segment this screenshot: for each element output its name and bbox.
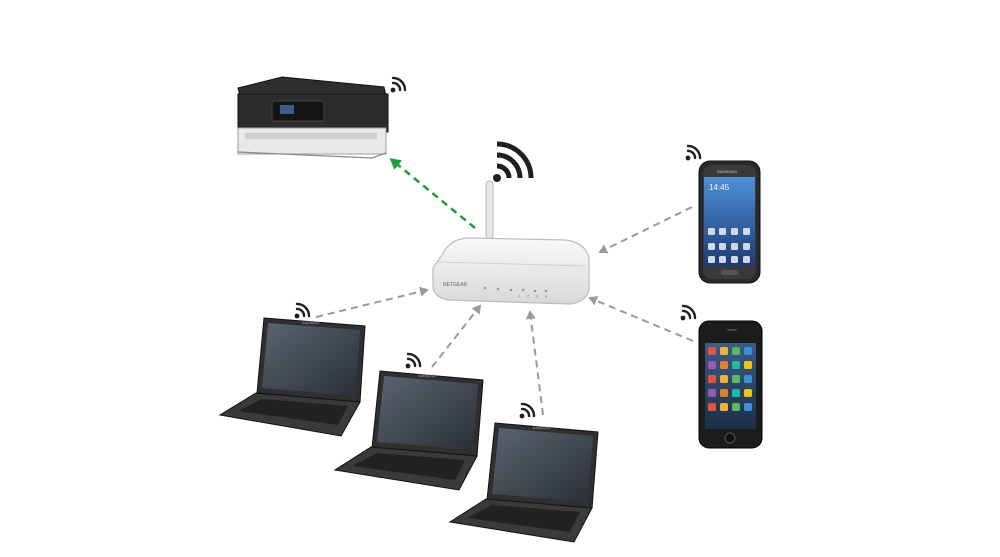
router-port-label-4: 4 [545,294,548,299]
iphone-app-grid [708,347,752,411]
iphone-app-icon [732,347,740,355]
printer-control-panel [271,100,325,122]
android-home-button [721,270,738,275]
iphone-app-icon [744,403,752,411]
iphone-app-icon [708,403,716,411]
laptop-1-screen [262,323,360,396]
router-port-label-3: 3 [536,294,539,299]
iphone-app-icon [744,375,752,383]
link-laptop-3-to-router [525,310,544,416]
laptop-3-screen [492,428,593,502]
iphone-app-icon [732,361,740,369]
link-laptop-2-to-router [431,304,482,368]
iphone-app-icon [744,389,752,397]
iphone-app-icon [720,347,728,355]
laptop-2: SAMSUNG [333,370,484,491]
laptop-3-keyboard [467,505,580,532]
router-brand-label: NETGEAR [443,282,468,288]
laptop-1-wifi-signal-icon [293,300,313,320]
link-router-to-printer [389,158,476,229]
iphone-app-icon [708,375,716,383]
router-led-row [483,286,548,293]
iphone-app-icon [708,389,716,397]
laptop-2-brand-label: SAMSUNG [418,374,436,378]
iphone-app-icon [720,403,728,411]
wireless-router: NETGEAR 1 2 3 4 [432,141,590,305]
iphone-wifi-signal-icon [679,302,699,322]
inkjet-printer [237,76,389,159]
iphone-smartphone [698,320,763,449]
printer-paper-tray [237,127,387,155]
laptop-2-wifi-signal-icon [404,350,424,370]
iphone-app-icon [732,375,740,383]
android-brand-label: SAMSUNG [717,169,737,174]
link-laptop-1-to-router [315,286,429,318]
iphone-app-icon [744,361,752,369]
router-port-label-2: 2 [527,293,530,298]
iphone-home-button [724,432,736,444]
iphone-app-icon [732,389,740,397]
iphone-app-icon [744,347,752,355]
laptop-1: SAMSUNG [218,317,366,437]
laptop-3-brand-label: SAMSUNG [533,426,551,430]
router-port-label-1: 1 [518,293,521,298]
iphone-app-icon [708,361,716,369]
laptop-3: SAMSUNG [448,422,599,543]
iphone-app-icon [720,361,728,369]
laptop-1-keyboard [238,399,348,425]
router-body [432,237,590,305]
router-wifi-signal-icon [493,141,534,182]
iphone-app-icon [720,389,728,397]
printer-wifi-signal-icon [389,74,409,94]
android-smartphone: SAMSUNG 14:45 [698,160,761,284]
iphone-app-icon [708,347,716,355]
router-antenna [485,180,494,240]
android-clock-label: 14:45 [709,183,730,192]
connection-links [315,158,694,416]
link-iphone-to-router [588,296,694,342]
printer-top [237,76,387,97]
android-wifi-signal-icon [684,142,704,162]
iphone-app-icon [732,403,740,411]
iphone-app-icon [720,375,728,383]
laptop-2-keyboard [352,453,465,480]
laptop-1-brand-label: SAMSUNG [302,321,320,325]
link-android-to-router [598,206,693,254]
iphone-screen [705,343,756,429]
laptop-3-wifi-signal-icon [518,400,538,420]
laptop-2-screen [377,376,478,450]
android-phone-screen [704,177,755,266]
